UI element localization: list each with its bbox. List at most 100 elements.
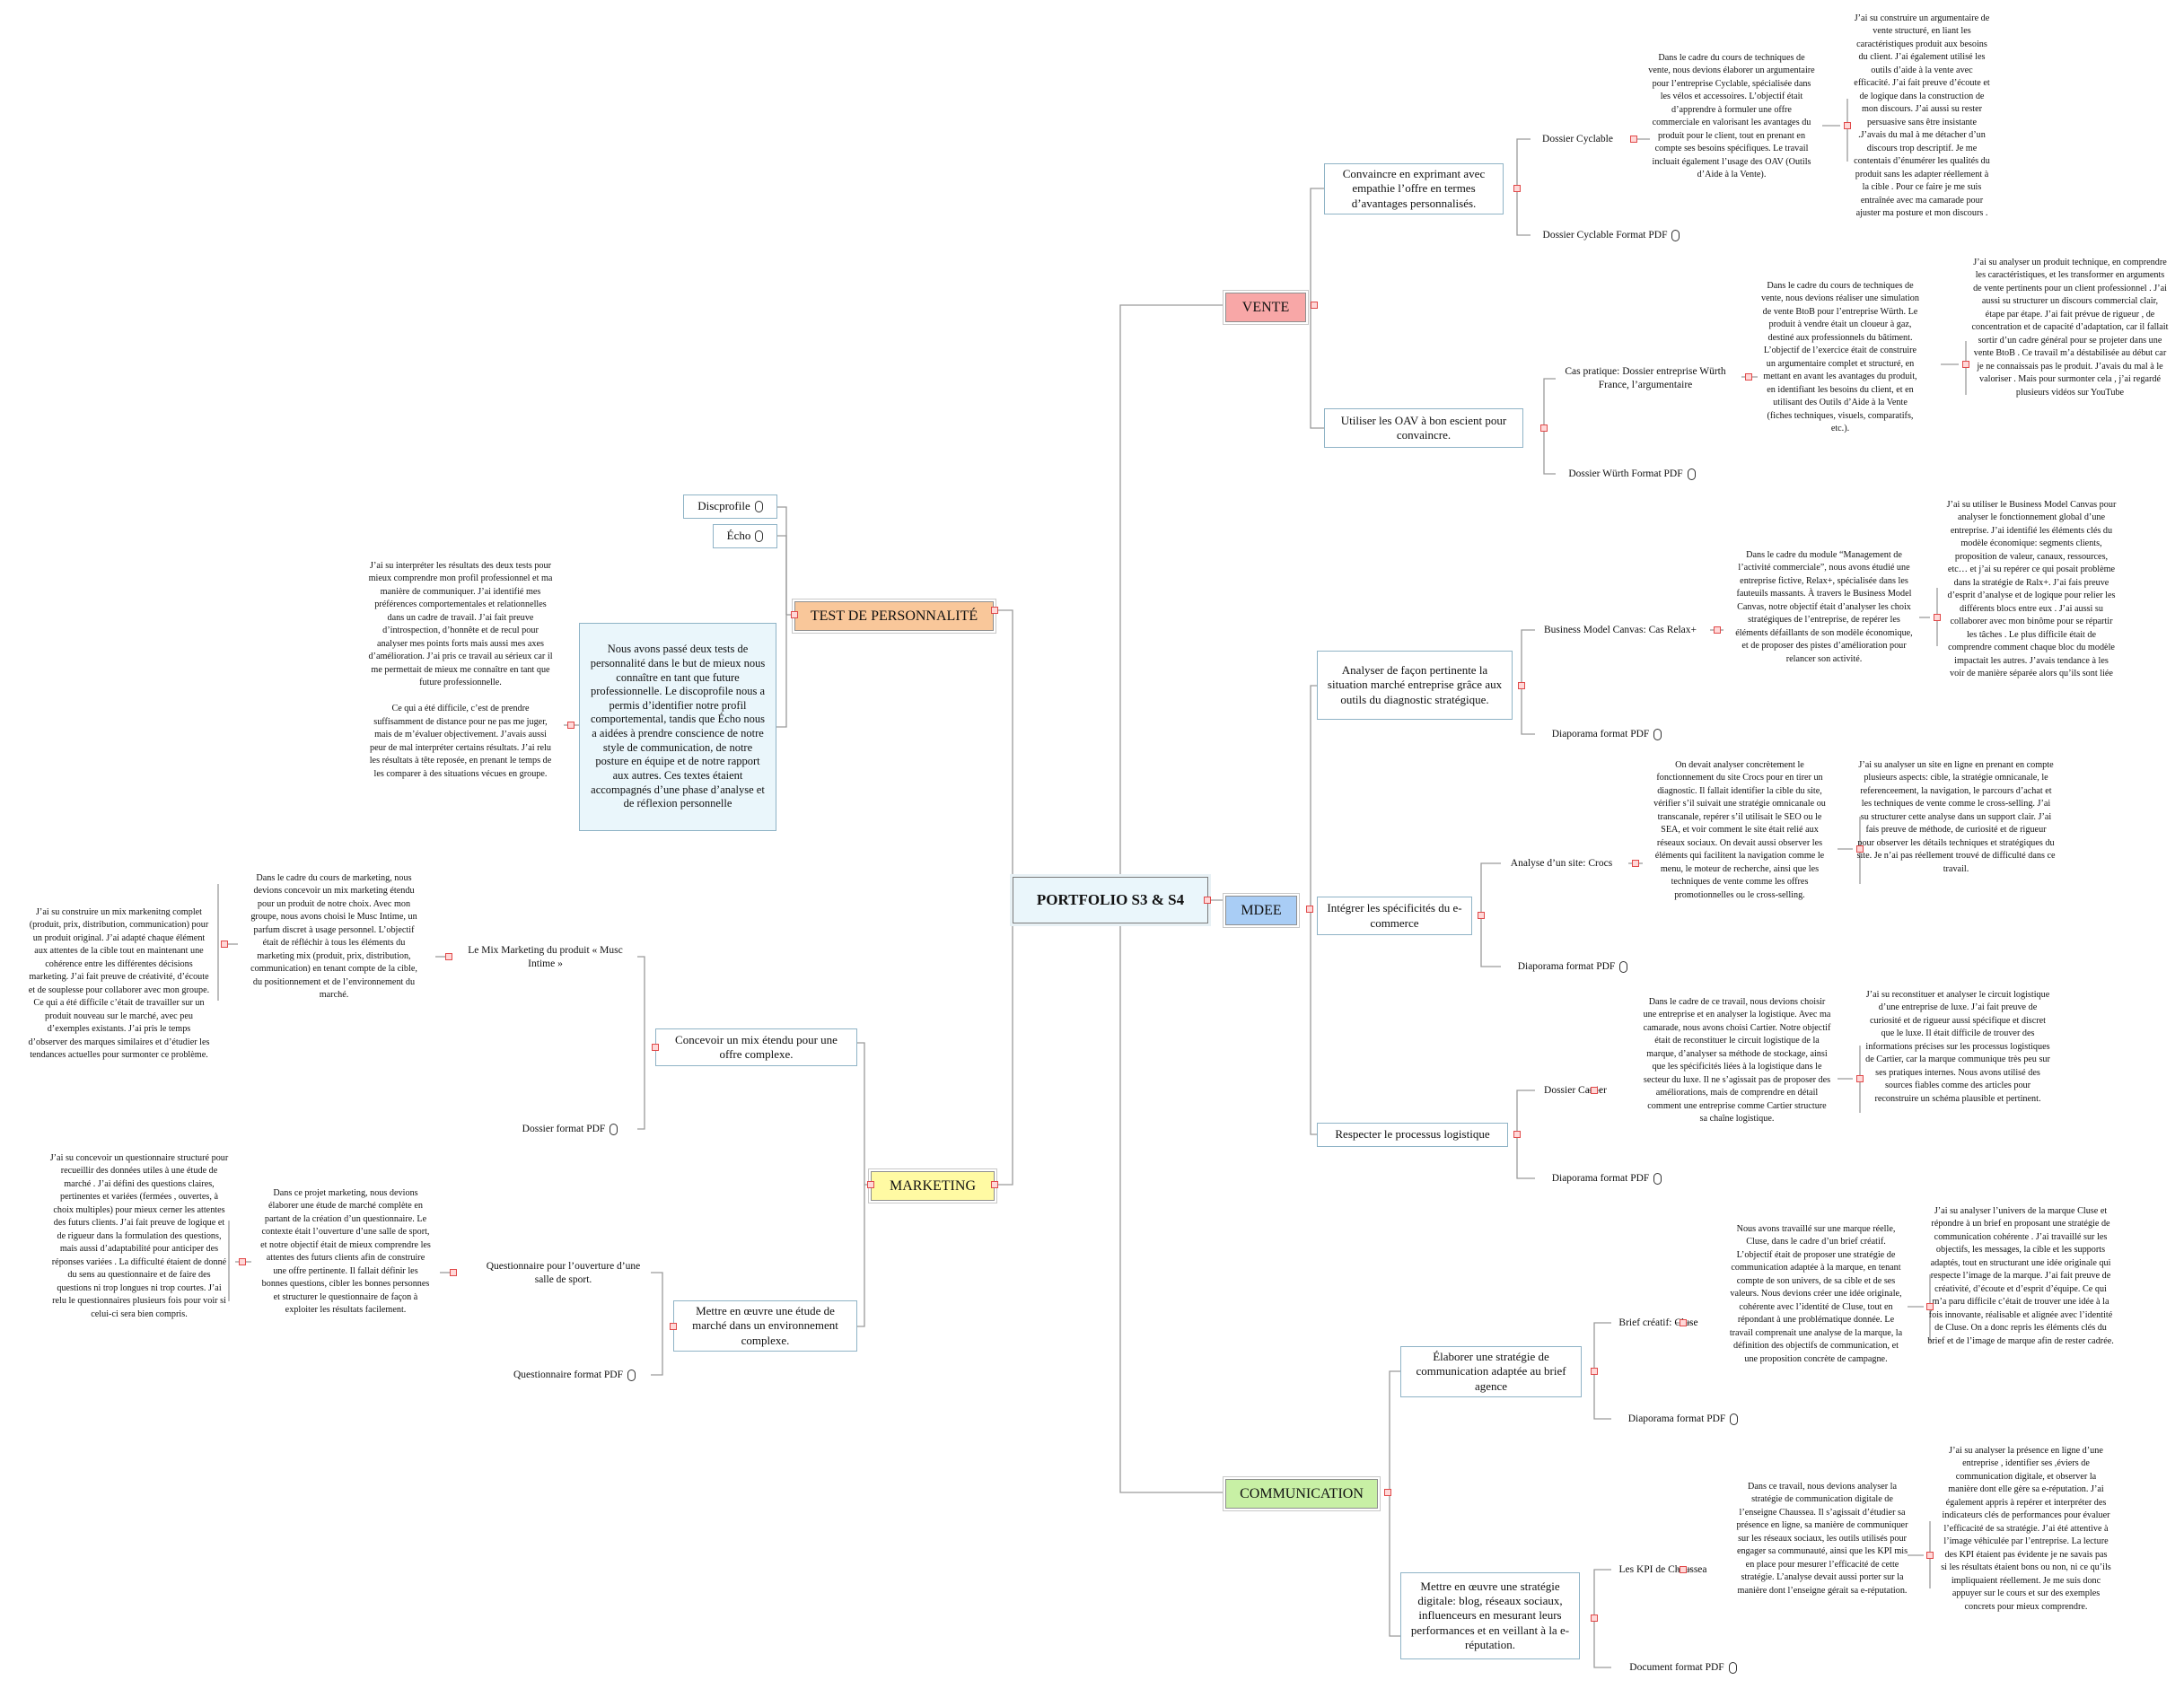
mdee-item-cartier-pdf[interactable]: Diaporama format PDF bbox=[1535, 1170, 1679, 1186]
marketing-topic-mix[interactable]: Concevoir un mix étendu pour une offre c… bbox=[655, 1028, 857, 1066]
communication-item-cluse[interactable]: Brief créatif: Cluse bbox=[1618, 1317, 1698, 1328]
attachment-icon[interactable] bbox=[754, 501, 763, 512]
collapse-toggle[interactable] bbox=[239, 1258, 246, 1265]
collapse-toggle[interactable] bbox=[1591, 1368, 1598, 1375]
collapse-toggle[interactable] bbox=[1680, 1566, 1687, 1573]
communication-chaussea-reflection: J’ai su analyser la présence en ligne d’… bbox=[1941, 1446, 2111, 1612]
root-title: PORTFOLIO S3 & S4 bbox=[1036, 891, 1185, 909]
mdee-relax-description: Dans le cadre du module “Management de l… bbox=[1735, 550, 1913, 664]
mdee-item-cartier[interactable]: Dossier Cartier bbox=[1544, 1084, 1607, 1096]
test-summary[interactable]: Nous avons passé deux tests de personnal… bbox=[579, 623, 776, 831]
collapse-toggle[interactable] bbox=[1934, 614, 1941, 621]
collapse-toggle[interactable] bbox=[991, 1181, 998, 1188]
collapse-toggle[interactable] bbox=[450, 1269, 457, 1276]
vente-topic-oav[interactable]: Utiliser les OAV à bon escient pour conv… bbox=[1324, 408, 1523, 448]
collapse-toggle[interactable] bbox=[1478, 912, 1485, 919]
category-communication[interactable]: COMMUNICATION bbox=[1225, 1479, 1378, 1509]
collapse-toggle[interactable] bbox=[991, 607, 998, 614]
collapse-toggle[interactable] bbox=[791, 611, 798, 618]
vente-item-wurth-pdf[interactable]: Dossier Würth Format PDF bbox=[1556, 466, 1708, 482]
vente-wurth-description: Dans le cadre du cours de techniques de … bbox=[1761, 281, 1919, 434]
marketing-musc-reflection: J’ai su construire un mix markenitng com… bbox=[28, 907, 210, 1061]
collapse-toggle[interactable] bbox=[1926, 1303, 1934, 1310]
collapse-toggle[interactable] bbox=[1204, 897, 1211, 904]
mdee-item-relax-pdf[interactable]: Diaporama format PDF bbox=[1535, 726, 1679, 742]
attachment-icon[interactable] bbox=[1687, 468, 1696, 480]
vente-wurth-reflection: J’ai su analyser un produit technique, e… bbox=[1971, 258, 2169, 398]
attachment-icon[interactable] bbox=[1728, 1661, 1737, 1674]
test-item-echo[interactable]: Écho bbox=[713, 524, 777, 548]
marketing-item-mix-pdf[interactable]: Dossier format PDF bbox=[503, 1121, 637, 1137]
collapse-toggle[interactable] bbox=[1632, 860, 1639, 867]
marketing-topic-etude[interactable]: Mettre en œuvre une étude de marché dans… bbox=[673, 1300, 857, 1352]
collapse-toggle[interactable] bbox=[1384, 1489, 1391, 1496]
collapse-toggle[interactable] bbox=[445, 953, 452, 960]
marketing-item-musc-intime[interactable]: Le Mix Marketing du produit « Musc Intim… bbox=[468, 945, 623, 969]
mdee-cartier-description: Dans le cadre de ce travail, nous devion… bbox=[1643, 997, 1831, 1125]
collapse-toggle[interactable] bbox=[1745, 373, 1752, 381]
communication-topic-strategie[interactable]: Élaborer une stratégie de communication … bbox=[1400, 1346, 1582, 1397]
collapse-toggle[interactable] bbox=[652, 1044, 659, 1051]
attachment-icon[interactable] bbox=[755, 530, 764, 542]
communication-cluse-reflection: J’ai su analyser l’univers de la marque … bbox=[1927, 1206, 2114, 1346]
collapse-toggle[interactable] bbox=[1680, 1319, 1687, 1326]
mdee-item-crocs[interactable]: Analyse d’un site: Crocs bbox=[1510, 857, 1613, 869]
mdee-crocs-reflection: J’ai su analyser un site en ligne en pre… bbox=[1856, 760, 2056, 874]
vente-topic-convaincre[interactable]: Convaincre en exprimant avec empathie l’… bbox=[1324, 163, 1504, 214]
mdee-item-crocs-pdf[interactable]: Diaporama format PDF bbox=[1501, 958, 1645, 975]
collapse-toggle[interactable] bbox=[670, 1323, 677, 1330]
vente-item-cyclable-pdf[interactable]: Dossier Cyclable Format PDF bbox=[1531, 227, 1692, 243]
collapse-toggle[interactable] bbox=[1844, 122, 1851, 129]
vente-item-dossier-cyclable[interactable]: Dossier Cyclable bbox=[1542, 133, 1613, 144]
marketing-item-questionnaire[interactable]: Questionnaire pour l’ouverture d’une sal… bbox=[486, 1261, 641, 1285]
attachment-icon[interactable] bbox=[1619, 960, 1628, 973]
collapse-toggle[interactable] bbox=[1714, 626, 1721, 634]
category-marketing[interactable]: MARKETING bbox=[871, 1171, 995, 1201]
collapse-toggle[interactable] bbox=[1962, 361, 1969, 368]
collapse-toggle[interactable] bbox=[1306, 906, 1313, 913]
marketing-musc-description: Dans le cadre du cours de marketing, nou… bbox=[250, 873, 417, 1001]
mdee-relax-reflection: J’ai su utiliser le Business Model Canva… bbox=[1946, 500, 2117, 679]
collapse-toggle[interactable] bbox=[1518, 682, 1525, 689]
communication-item-kpi-chaussea[interactable]: Les KPI de Chaussea bbox=[1618, 1563, 1707, 1575]
category-vente[interactable]: VENTE bbox=[1225, 293, 1306, 322]
communication-topic-digitale[interactable]: Mettre en œuvre une stratégie digitale: … bbox=[1400, 1572, 1580, 1659]
test-reflection: J’ai su interpréter les résultats des de… bbox=[368, 561, 553, 779]
attachment-icon[interactable] bbox=[1653, 1172, 1662, 1185]
mdee-topic-logistique[interactable]: Respecter le processus logistique bbox=[1317, 1123, 1508, 1147]
marketing-questionnaire-description: Dans ce projet marketing, nous devions é… bbox=[260, 1188, 431, 1316]
collapse-toggle[interactable] bbox=[1630, 136, 1637, 143]
category-mdee[interactable]: MDEE bbox=[1225, 896, 1297, 925]
collapse-toggle[interactable] bbox=[567, 722, 575, 729]
collapse-toggle[interactable] bbox=[867, 1181, 874, 1188]
collapse-toggle[interactable] bbox=[1513, 1131, 1521, 1138]
communication-item-chaussea-pdf[interactable]: Document format PDF bbox=[1611, 1659, 1755, 1676]
mdee-cartier-reflection: J’ai su reconstituer et analyser le circ… bbox=[1865, 990, 2050, 1104]
communication-chaussea-description: Dans ce travail, nous devions analyser l… bbox=[1736, 1482, 1908, 1596]
collapse-toggle[interactable] bbox=[221, 941, 228, 948]
mdee-item-bmc-relax[interactable]: Business Model Canvas: Cas Relax+ bbox=[1543, 624, 1697, 635]
collapse-toggle[interactable] bbox=[1591, 1615, 1598, 1622]
collapse-toggle[interactable] bbox=[1513, 185, 1521, 192]
attachment-icon[interactable] bbox=[610, 1123, 618, 1135]
collapse-toggle[interactable] bbox=[1311, 302, 1318, 309]
mdee-topic-ecommerce[interactable]: Intégrer les spécificités du e-commerce bbox=[1317, 897, 1472, 935]
attachment-icon[interactable] bbox=[1671, 229, 1680, 241]
marketing-questionnaire-reflection: J’ai su concevoir un questionnaire struc… bbox=[49, 1153, 229, 1319]
attachment-icon[interactable] bbox=[1653, 728, 1662, 740]
category-test-personnalite[interactable]: TEST DE PERSONNALITÉ bbox=[794, 601, 994, 631]
communication-item-cluse-pdf[interactable]: Diaporama format PDF bbox=[1611, 1411, 1755, 1427]
mdee-crocs-description: On devait analyser concrètement le fonct… bbox=[1653, 760, 1826, 900]
collapse-toggle[interactable] bbox=[1540, 424, 1548, 432]
collapse-toggle[interactable] bbox=[1856, 1075, 1864, 1082]
collapse-toggle[interactable] bbox=[1926, 1552, 1934, 1559]
attachment-icon[interactable] bbox=[1730, 1413, 1739, 1425]
mdee-topic-analyser[interactable]: Analyser de façon pertinente la situatio… bbox=[1317, 651, 1513, 720]
attachment-icon[interactable] bbox=[627, 1369, 636, 1381]
collapse-toggle[interactable] bbox=[1591, 1087, 1598, 1094]
test-item-discprofile[interactable]: Discprofile bbox=[683, 494, 777, 519]
vente-item-wurth[interactable]: Cas pratique: Dossier entreprise Würth F… bbox=[1565, 366, 1726, 390]
root-topic[interactable]: PORTFOLIO S3 & S4 bbox=[1013, 877, 1208, 923]
marketing-item-questionnaire-pdf[interactable]: Questionnaire format PDF bbox=[498, 1367, 651, 1383]
collapse-toggle[interactable] bbox=[1856, 845, 1864, 853]
